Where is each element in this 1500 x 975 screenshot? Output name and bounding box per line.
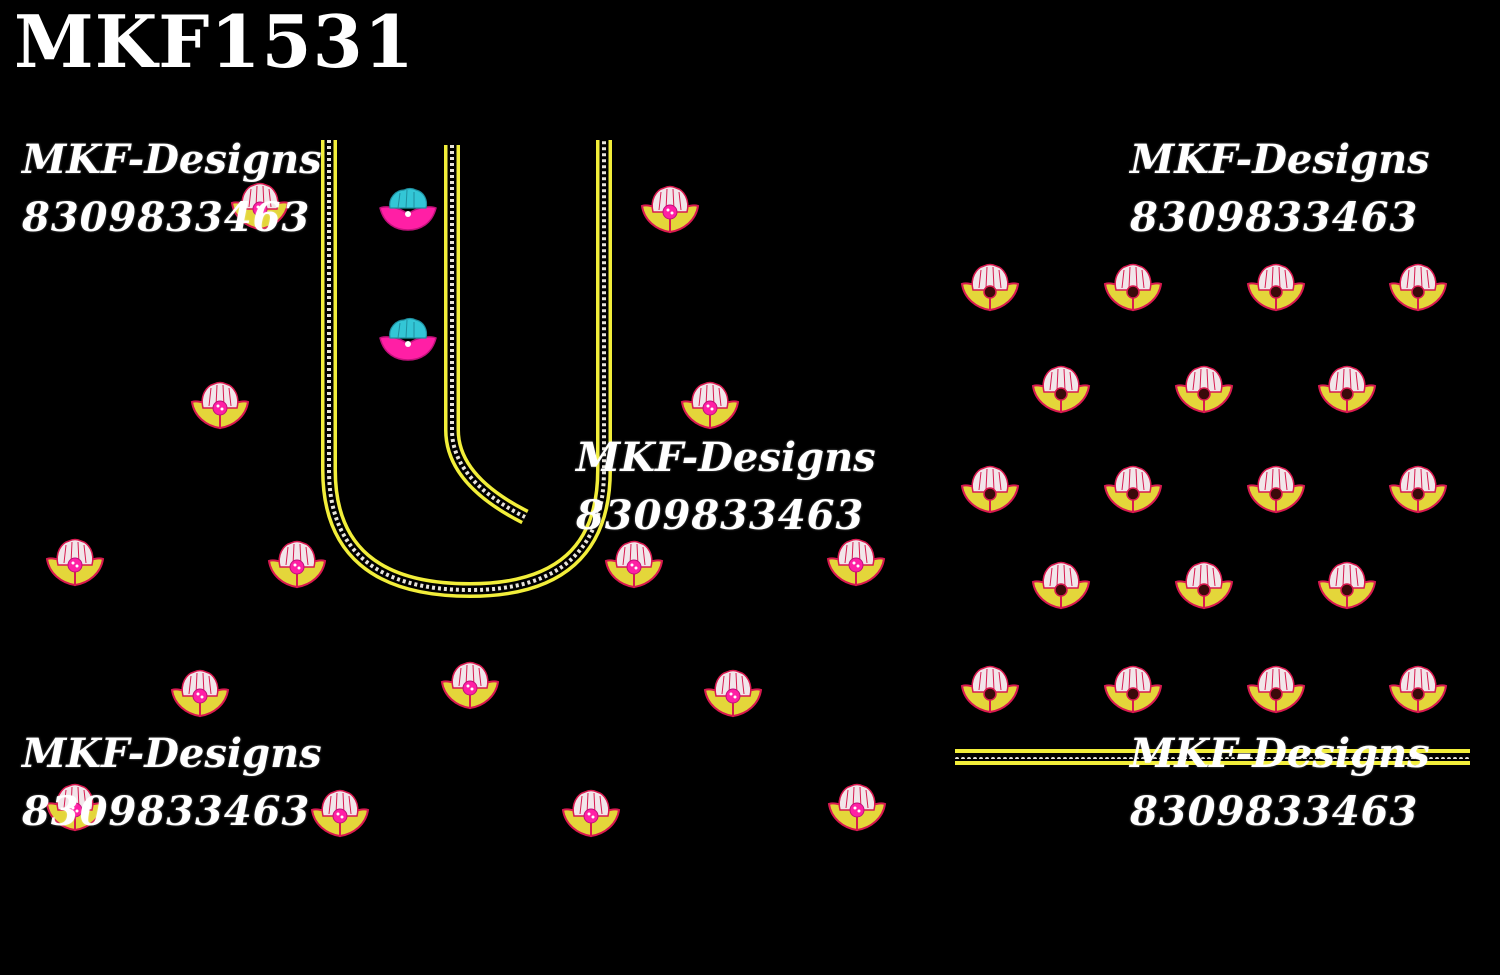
lotus-motif-icon bbox=[1247, 665, 1305, 713]
watermark-brand: MKF-Designs bbox=[1130, 730, 1430, 777]
lotus-motif-icon bbox=[171, 669, 229, 717]
lotus-motif-cyan-icon bbox=[379, 317, 437, 361]
lotus-motif-icon bbox=[1032, 561, 1090, 609]
lotus-motif-icon bbox=[1104, 665, 1162, 713]
lotus-motif-icon bbox=[562, 789, 620, 837]
watermark-brand: MKF-Designs bbox=[22, 136, 322, 183]
inner-neckline-border bbox=[444, 145, 529, 525]
lotus-motif-icon bbox=[441, 661, 499, 709]
watermark-phone: 8309833463 bbox=[22, 194, 311, 241]
lotus-motif-icon bbox=[268, 540, 326, 588]
watermark-center: MKF-Designs 8309833463 bbox=[576, 438, 876, 536]
sleeve-border bbox=[955, 749, 1470, 765]
lotus-motif-icon bbox=[1318, 561, 1376, 609]
lotus-motif-icon bbox=[1389, 665, 1447, 713]
watermark-bottom-right: MKF-Designs 8309833463 bbox=[1130, 734, 1430, 832]
lotus-motif-icon bbox=[1318, 365, 1376, 413]
lotus-motif-icon bbox=[191, 381, 249, 429]
lotus-motif-icon bbox=[1175, 561, 1233, 609]
watermark-brand: MKF-Designs bbox=[22, 730, 322, 777]
lotus-motif-icon bbox=[961, 263, 1019, 311]
lotus-motif-icon bbox=[961, 665, 1019, 713]
lotus-motif-icon bbox=[828, 783, 886, 831]
lotus-motif-icon bbox=[681, 381, 739, 429]
lotus-motif-icon bbox=[1032, 365, 1090, 413]
lotus-motif-icon bbox=[827, 538, 885, 586]
lotus-motif-icon bbox=[1389, 263, 1447, 311]
watermark-phone: 8309833463 bbox=[1130, 788, 1419, 835]
lotus-motif-icon bbox=[961, 465, 1019, 513]
outer-neckline-border bbox=[321, 140, 612, 599]
lotus-motif-icon bbox=[1175, 365, 1233, 413]
watermark-bottom-left: MKF-Designs 8309833463 bbox=[22, 734, 322, 832]
watermark-top-left: MKF-Designs 8309833463 bbox=[22, 140, 322, 238]
lotus-motif-icon bbox=[1104, 465, 1162, 513]
watermark-phone: 8309833463 bbox=[22, 788, 311, 835]
watermark-phone: 8309833463 bbox=[1130, 194, 1419, 241]
lotus-motif-icon bbox=[1389, 465, 1447, 513]
watermark-top-right: MKF-Designs 8309833463 bbox=[1130, 140, 1430, 238]
lotus-motif-icon bbox=[1247, 263, 1305, 311]
lotus-motif-icon bbox=[1247, 465, 1305, 513]
watermark-brand: MKF-Designs bbox=[576, 434, 876, 481]
design-code-title: MKF1531 bbox=[14, 0, 415, 84]
lotus-motif-icon bbox=[605, 540, 663, 588]
watermark-brand: MKF-Designs bbox=[1130, 136, 1430, 183]
lotus-motif-icon bbox=[641, 185, 699, 233]
lotus-motif-icon bbox=[46, 538, 104, 586]
lotus-motif-icon bbox=[704, 669, 762, 717]
lotus-motif-icon bbox=[1104, 263, 1162, 311]
lotus-motif-cyan-icon bbox=[379, 187, 437, 231]
watermark-phone: 8309833463 bbox=[576, 492, 865, 539]
right-panel-motifs bbox=[961, 263, 1447, 713]
